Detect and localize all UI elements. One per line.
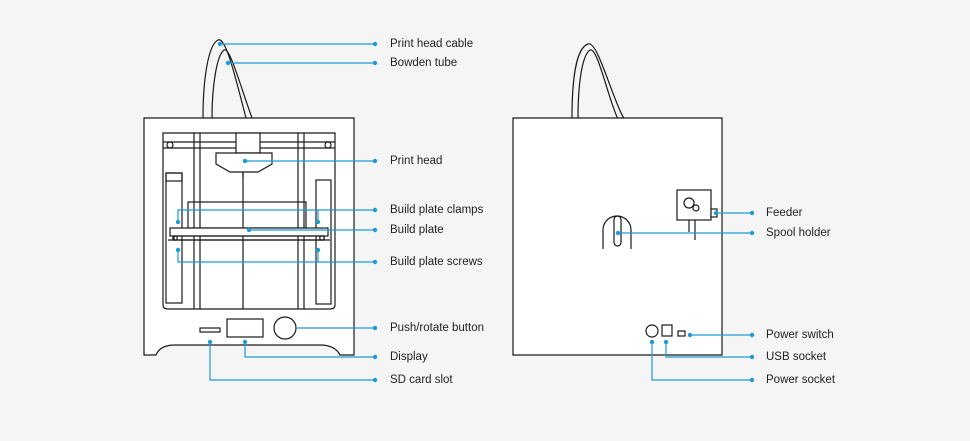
label-build-plate-screws: Build plate screws bbox=[390, 256, 483, 268]
build-chamber bbox=[162, 132, 336, 310]
front-view-printer bbox=[143, 39, 355, 356]
label-power-socket: Power socket bbox=[766, 374, 836, 386]
label-usb-socket: USB socket bbox=[766, 351, 827, 363]
label-feeder: Feeder bbox=[766, 207, 803, 219]
label-display: Display bbox=[390, 351, 428, 363]
front-leader-lines bbox=[175, 41, 378, 383]
label-bowden-tube: Bowden tube bbox=[390, 57, 458, 69]
label-build-plate-clamps: Build plate clamps bbox=[390, 204, 484, 216]
label-sd-card-slot: SD card slot bbox=[390, 374, 453, 386]
label-power-switch: Power switch bbox=[766, 329, 834, 341]
front-cables bbox=[202, 39, 253, 119]
label-build-plate: Build plate bbox=[390, 224, 444, 236]
label-push-rotate-button: Push/rotate button bbox=[390, 322, 484, 334]
back-view-printer bbox=[512, 43, 723, 356]
back-leader-lines bbox=[615, 210, 755, 383]
label-print-head: Print head bbox=[390, 155, 443, 167]
label-print-head-cable: Print head cable bbox=[390, 38, 474, 50]
label-spool-holder: Spool holder bbox=[766, 227, 831, 239]
back-frame bbox=[512, 117, 723, 356]
